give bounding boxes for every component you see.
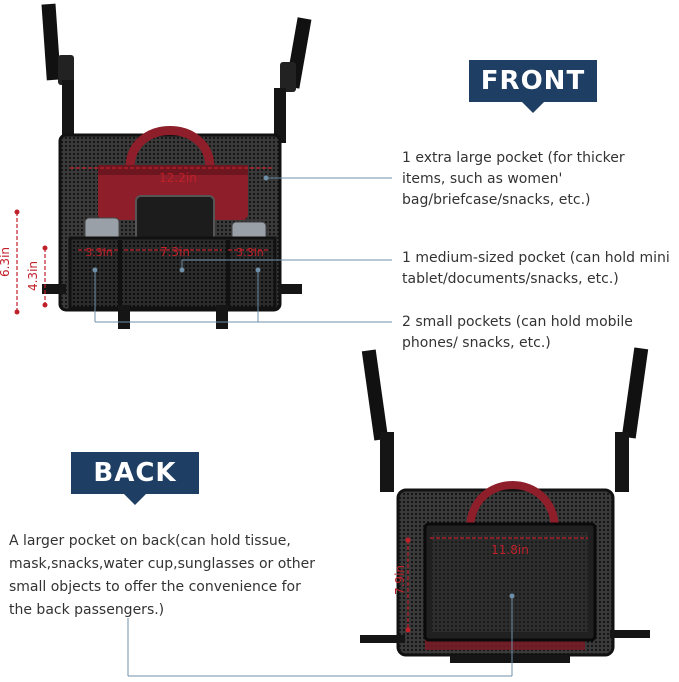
front-dimension-labels: 12.2in 7.3in 3.3in 3.3in 6.3in 4.3in [0,171,264,291]
dim-back-width: 11.8in [491,543,529,557]
back-banner-label: BACK [93,458,177,488]
back-description-text: A larger pocket on back(can hold tissue,… [9,533,316,618]
dim-back-height: 7.9in [393,565,407,595]
front-banner: FRONT [469,60,597,113]
dim-height-total: 6.3in [0,247,12,277]
dim-width-small-left: 3.3in [85,246,113,259]
callout-medium-pocket-text: 1 medium-sized pocket (can hold mini tab… [402,250,670,287]
dim-width-top: 12.2in [159,171,197,185]
dim-width-small-right: 3.3in [236,246,264,259]
callout-medium-pocket: 1 medium-sized pocket (can hold mini tab… [402,248,672,290]
back-banner-notch [123,493,147,505]
back-description: A larger pocket on back(can hold tissue,… [9,530,319,622]
dim-height-small: 4.3in [26,261,40,291]
front-banner-label: FRONT [480,66,586,96]
back-product-image: 11.8in 7.9in [360,347,650,663]
callout-extra-large-pocket: 1 extra large pocket (for thicker items,… [402,148,672,211]
callout-small-pockets: 2 small pockets (can hold mobile phones/… [402,312,672,354]
callout-small-pockets-text: 2 small pockets (can hold mobile phones/… [402,314,633,351]
front-banner-notch [521,101,545,113]
dim-width-mid: 7.3in [160,245,190,259]
back-banner: BACK [71,452,199,505]
front-dimension-lines [14,167,272,315]
callout-extra-large-pocket-text: 1 extra large pocket (for thicker items,… [402,150,625,208]
